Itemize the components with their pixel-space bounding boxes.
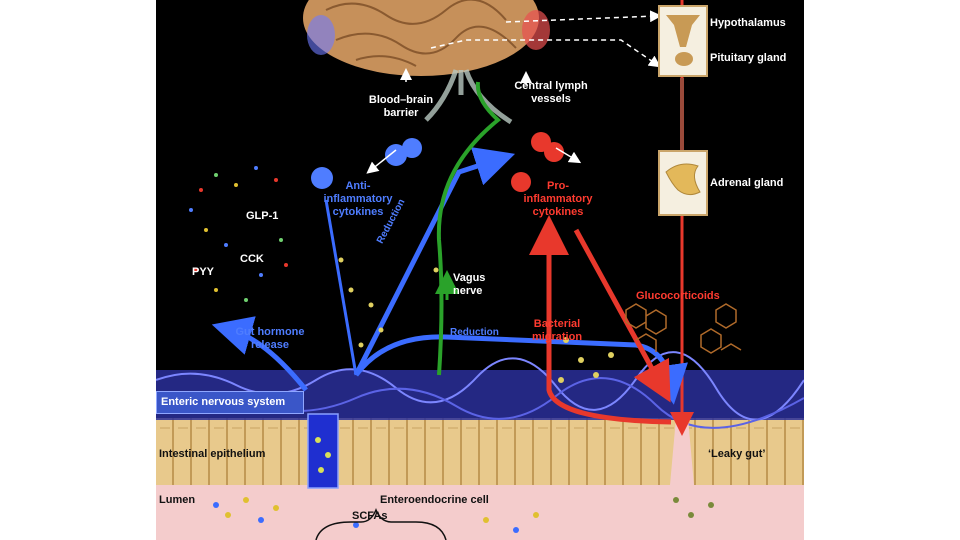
glp1-label: GLP-1 bbox=[246, 210, 279, 222]
gut-hormone-molecules bbox=[189, 166, 288, 302]
epithelium-layer bbox=[156, 418, 804, 485]
glucocorticoids-label: Glucocorticoids bbox=[636, 290, 720, 302]
pituitary-gland-label: Pituitary gland bbox=[710, 52, 787, 64]
brain-graphic bbox=[303, 0, 550, 76]
reduction-arrow-diagonal bbox=[353, 147, 516, 377]
adrenal-gland-icon bbox=[665, 163, 701, 196]
enteroendocrine-cell bbox=[307, 413, 339, 489]
hypothalamus-label: Hypothalamus bbox=[710, 17, 786, 29]
bacterial-migration-arrow bbox=[529, 215, 672, 425]
anti-inflammatory-circles bbox=[311, 138, 422, 189]
gut-hormone-arrow bbox=[211, 316, 308, 392]
hypothalamus-pituitary-box bbox=[658, 5, 708, 77]
glucocorticoid-molecules bbox=[625, 303, 742, 354]
brain-stem bbox=[424, 69, 513, 125]
pyy-label: PYY bbox=[192, 266, 215, 278]
intestinal-epithelium-label: Intestinal epithelium bbox=[159, 448, 266, 460]
lumen-region bbox=[156, 485, 804, 540]
reduction-horizontal-label: Reduction bbox=[450, 327, 499, 338]
enteric-nervous-system-label: Enteric nervous system bbox=[161, 396, 286, 408]
enteroendocrine-cell-label: Enteroendocrine cell bbox=[380, 494, 489, 506]
adrenal-gland-box bbox=[658, 150, 708, 216]
lumen-label: Lumen bbox=[159, 494, 196, 506]
yellow-particles bbox=[338, 257, 614, 383]
leaky-gut-label: ‘Leaky gut’ bbox=[708, 448, 766, 460]
diagram-graphics bbox=[156, 0, 804, 540]
anti-inflammatory-up-arrow bbox=[324, 199, 358, 376]
pro-inflammatory-circles bbox=[511, 132, 564, 192]
dashed-arrow-hypothalamus bbox=[505, 10, 662, 23]
enteric-nervous-system-box: Enteric nervous system bbox=[156, 391, 304, 414]
pro-inflammatory-down-arrow bbox=[573, 228, 671, 403]
adrenal-gland-label: Adrenal gland bbox=[710, 177, 784, 189]
scfas-label: SCFAs bbox=[352, 510, 388, 522]
vagus-nerve bbox=[436, 81, 502, 376]
pituitary-icon bbox=[666, 15, 700, 66]
lumen-particles bbox=[213, 497, 714, 533]
cck-label: CCK bbox=[240, 253, 264, 265]
scfas-brace bbox=[315, 508, 447, 540]
gut-brain-axis-figure: Hypothalamus Pituitary gland Adrenal gla… bbox=[156, 0, 804, 540]
